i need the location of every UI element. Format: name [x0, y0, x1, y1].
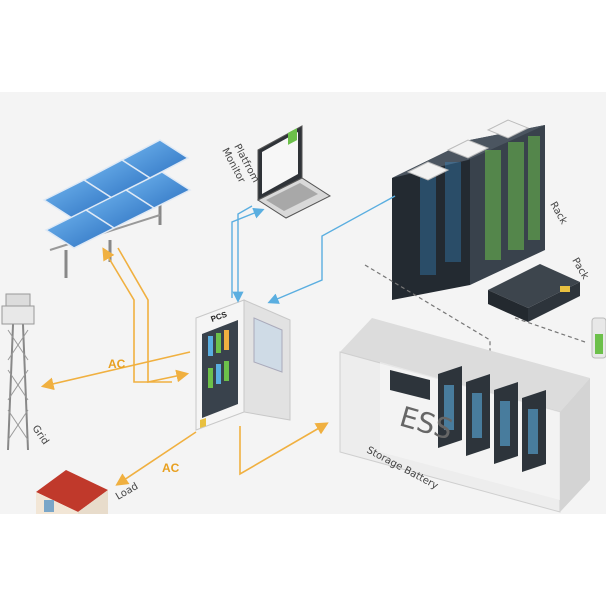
battery-pack [488, 264, 580, 322]
data-link-rack-pcs [267, 195, 396, 304]
ac-flow-pcs-to-solar [102, 247, 172, 383]
ac-flow-solar-to-pcs [117, 247, 190, 383]
data-link-laptop-pcs [231, 207, 265, 298]
ac-label-load: AC [162, 461, 180, 475]
laptop-icon [256, 125, 332, 219]
ac-flow-pcs-to-ess [239, 422, 329, 476]
house-icon [36, 470, 108, 514]
ac-flow-grid-link [40, 351, 191, 391]
solar-panel [44, 209, 116, 249]
pcs-cabinet [195, 299, 291, 431]
server-rack-group [392, 119, 545, 300]
ess-container [339, 318, 590, 513]
ac-flow-load-link [115, 431, 197, 486]
ac-label-grid: AC [108, 357, 126, 371]
solar-panel-array [42, 139, 192, 278]
battery-cell-icon [591, 317, 606, 359]
data-link-pcs-laptop [232, 205, 253, 303]
pack-to-cell-link [514, 317, 586, 343]
grid-tower [1, 293, 35, 451]
